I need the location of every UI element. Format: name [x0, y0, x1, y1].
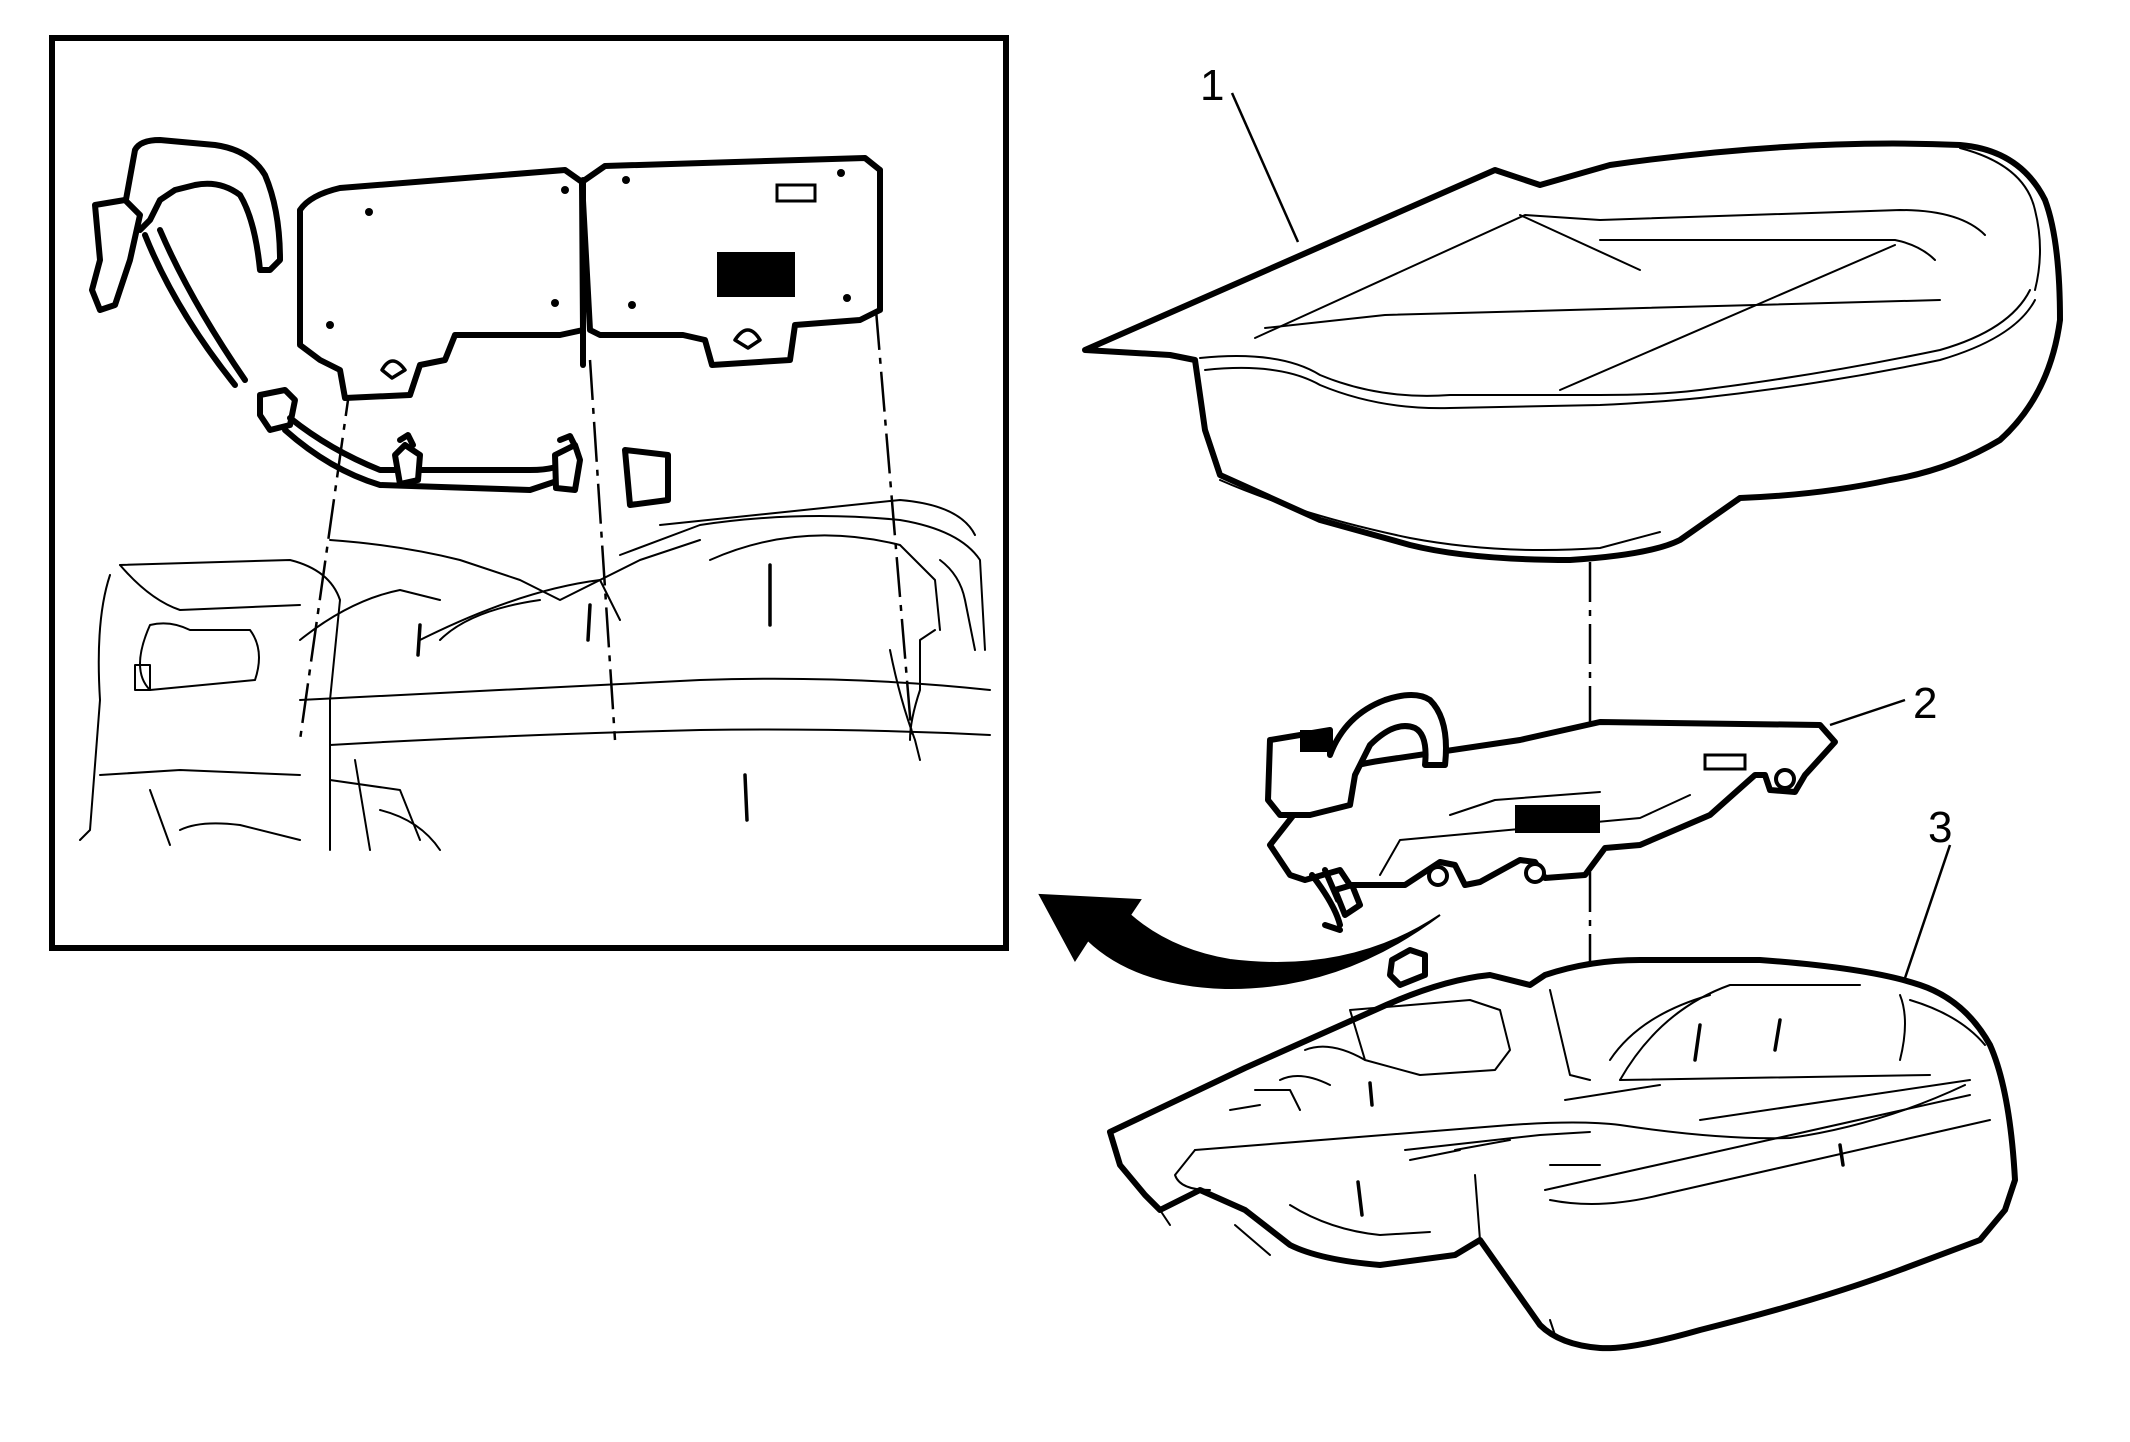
part-2-bracket [1265, 692, 1838, 988]
detail-inset [49, 35, 1009, 951]
leader-line-1 [1230, 92, 1300, 243]
inset-seat-base [79, 499, 991, 851]
part-1-cushion-cover [1082, 140, 2063, 563]
part-3-cushion-frame [1107, 957, 2018, 1352]
detail-pointer-arrow [1038, 893, 1441, 990]
leader-line-2 [1829, 698, 1906, 727]
inset-alignment-line [874, 309, 914, 741]
inset-wire-harness [89, 137, 671, 508]
leader-line-3 [1903, 844, 1952, 979]
callout-1: 1 [1200, 61, 1224, 110]
inset-bracket-plates [297, 155, 883, 401]
callout-3: 3 [1928, 803, 1952, 852]
inset-alignment-line [588, 359, 617, 741]
callout-2: 2 [1913, 679, 1937, 728]
